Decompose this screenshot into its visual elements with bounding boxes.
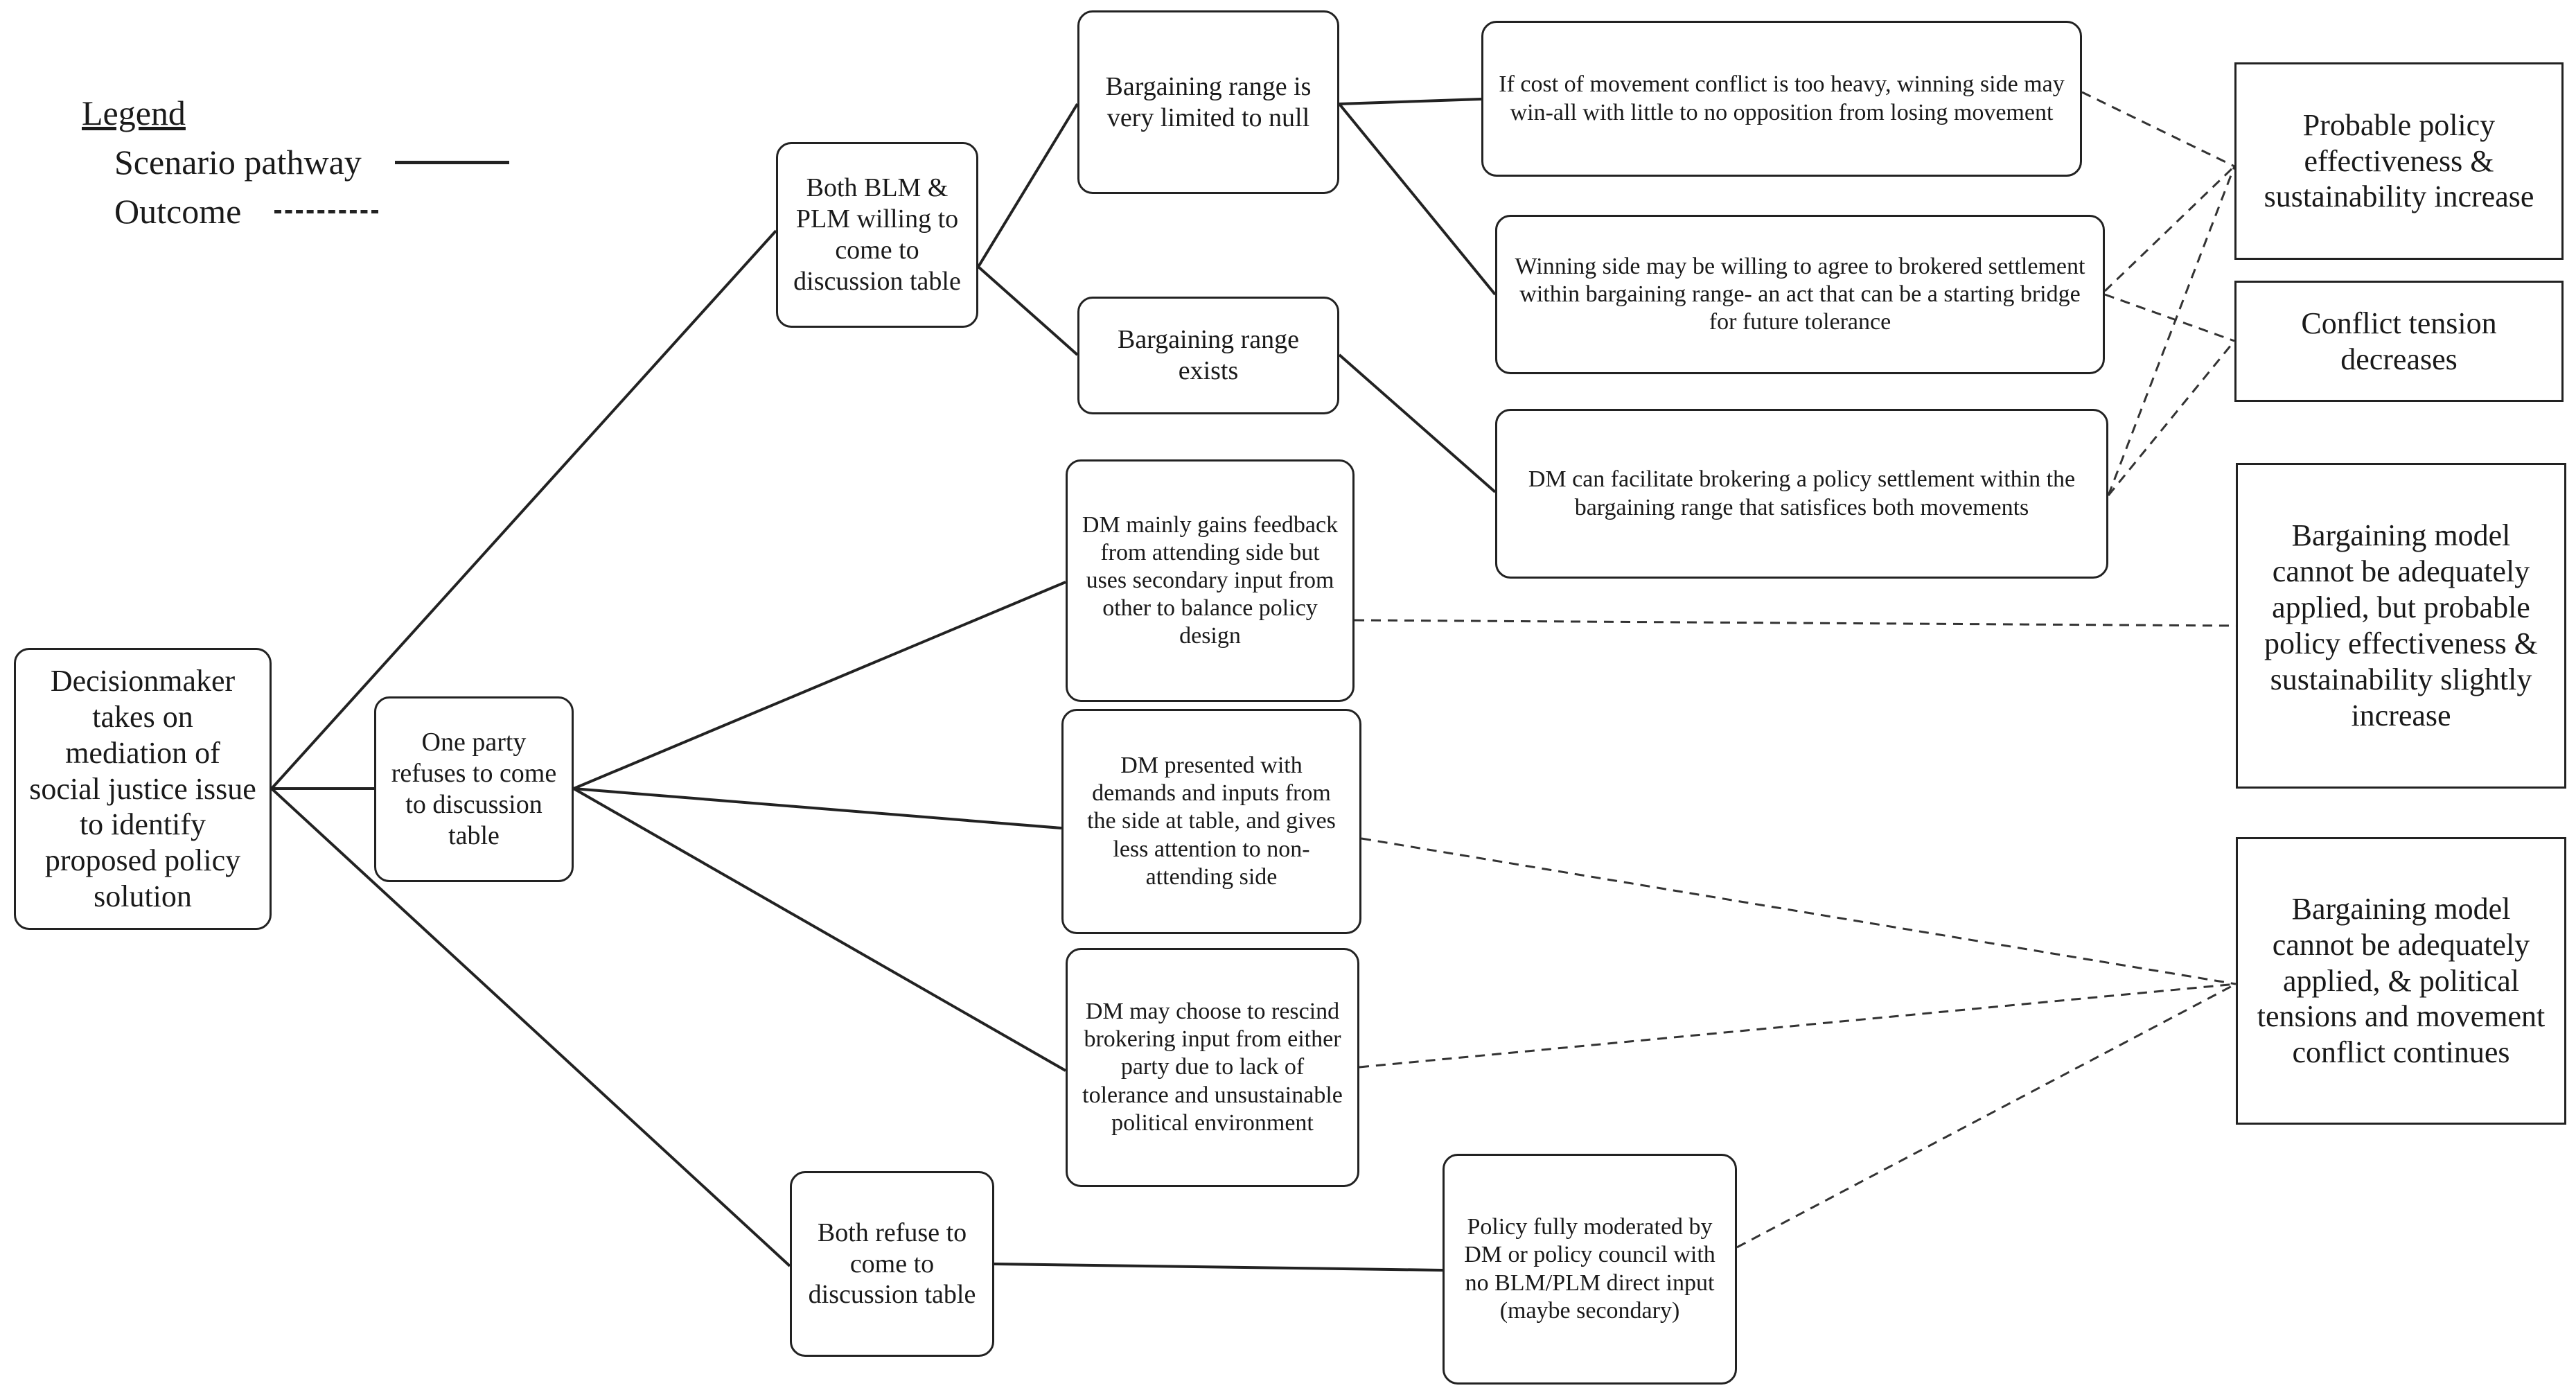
legend-outcome-row: Outcome bbox=[114, 191, 379, 231]
node-both-refuse: Both refuse to come to discussion table bbox=[790, 1171, 994, 1357]
path-willing-limited bbox=[977, 103, 1079, 268]
node-range-limited: Bargaining range is very limited to null bbox=[1077, 10, 1339, 194]
node-policy-moderated: Policy fully moderated by DM or policy c… bbox=[1443, 1154, 1737, 1385]
path-limited-winning bbox=[1338, 103, 1497, 296]
legend-scenario-row: Scenario pathway bbox=[114, 142, 509, 182]
legend-dashed-line bbox=[274, 209, 379, 213]
legend-solid-line bbox=[394, 160, 509, 164]
path-limited-cost bbox=[1339, 98, 1482, 105]
path-exists-facilitate bbox=[1338, 353, 1497, 493]
outcome-facilitate-tension bbox=[2107, 340, 2236, 496]
node-dm-presented: DM presented with demands and inputs fro… bbox=[1061, 709, 1361, 934]
node-dm-rescind: DM may choose to rescind brokering input… bbox=[1066, 948, 1359, 1187]
outcome-effectiveness: Probable policy effectiveness & sustaina… bbox=[2234, 62, 2564, 260]
outcome-feedback-slight bbox=[1354, 619, 2237, 627]
outcome-winning-effectiveness bbox=[2103, 165, 2236, 292]
outcome-presented-continues bbox=[1361, 837, 2237, 985]
outcome-moderated-continues bbox=[1736, 983, 2237, 1249]
path-willing-exists bbox=[977, 265, 1079, 356]
node-both-willing: Both BLM & PLM willing to come to discus… bbox=[776, 142, 978, 328]
outcome-conflict-continues: Bargaining model cannot be adequately ap… bbox=[2236, 837, 2566, 1125]
path-one-presented bbox=[573, 787, 1062, 829]
node-one-refuses: One party refuses to come to discussion … bbox=[374, 696, 574, 882]
outcome-winning-tension bbox=[2104, 293, 2235, 342]
outcome-facilitate-effectiveness bbox=[2107, 166, 2236, 496]
node-winning-agree: Winning side may be willing to agree to … bbox=[1495, 215, 2105, 374]
legend-title: Legend bbox=[82, 94, 186, 132]
node-dm-facilitate: DM can facilitate brokering a policy set… bbox=[1495, 409, 2108, 579]
outcome-slight-increase: Bargaining model cannot be adequately ap… bbox=[2236, 463, 2566, 789]
outcome-rescind-continues bbox=[1359, 983, 2237, 1069]
node-range-exists: Bargaining range exists bbox=[1077, 297, 1339, 414]
outcome-cost-effectiveness bbox=[2081, 91, 2235, 168]
node-decisionmaker: Decisionmaker takes on mediation of soci… bbox=[14, 648, 272, 930]
path-root-both-willing bbox=[270, 229, 777, 790]
legend-scenario-label: Scenario pathway bbox=[114, 143, 362, 182]
legend-outcome-label: Outcome bbox=[114, 192, 242, 231]
path-root-both-refuse bbox=[270, 787, 791, 1267]
path-bothrefuse-moderated bbox=[994, 1263, 1443, 1272]
node-cost-heavy: If cost of movement conflict is too heav… bbox=[1481, 21, 2082, 177]
outcome-tension-decreases: Conflict tension decreases bbox=[2234, 281, 2564, 402]
path-one-rescind bbox=[573, 787, 1066, 1072]
node-dm-feedback: DM mainly gains feedback from attending … bbox=[1066, 459, 1355, 702]
path-one-feedback bbox=[573, 581, 1066, 790]
